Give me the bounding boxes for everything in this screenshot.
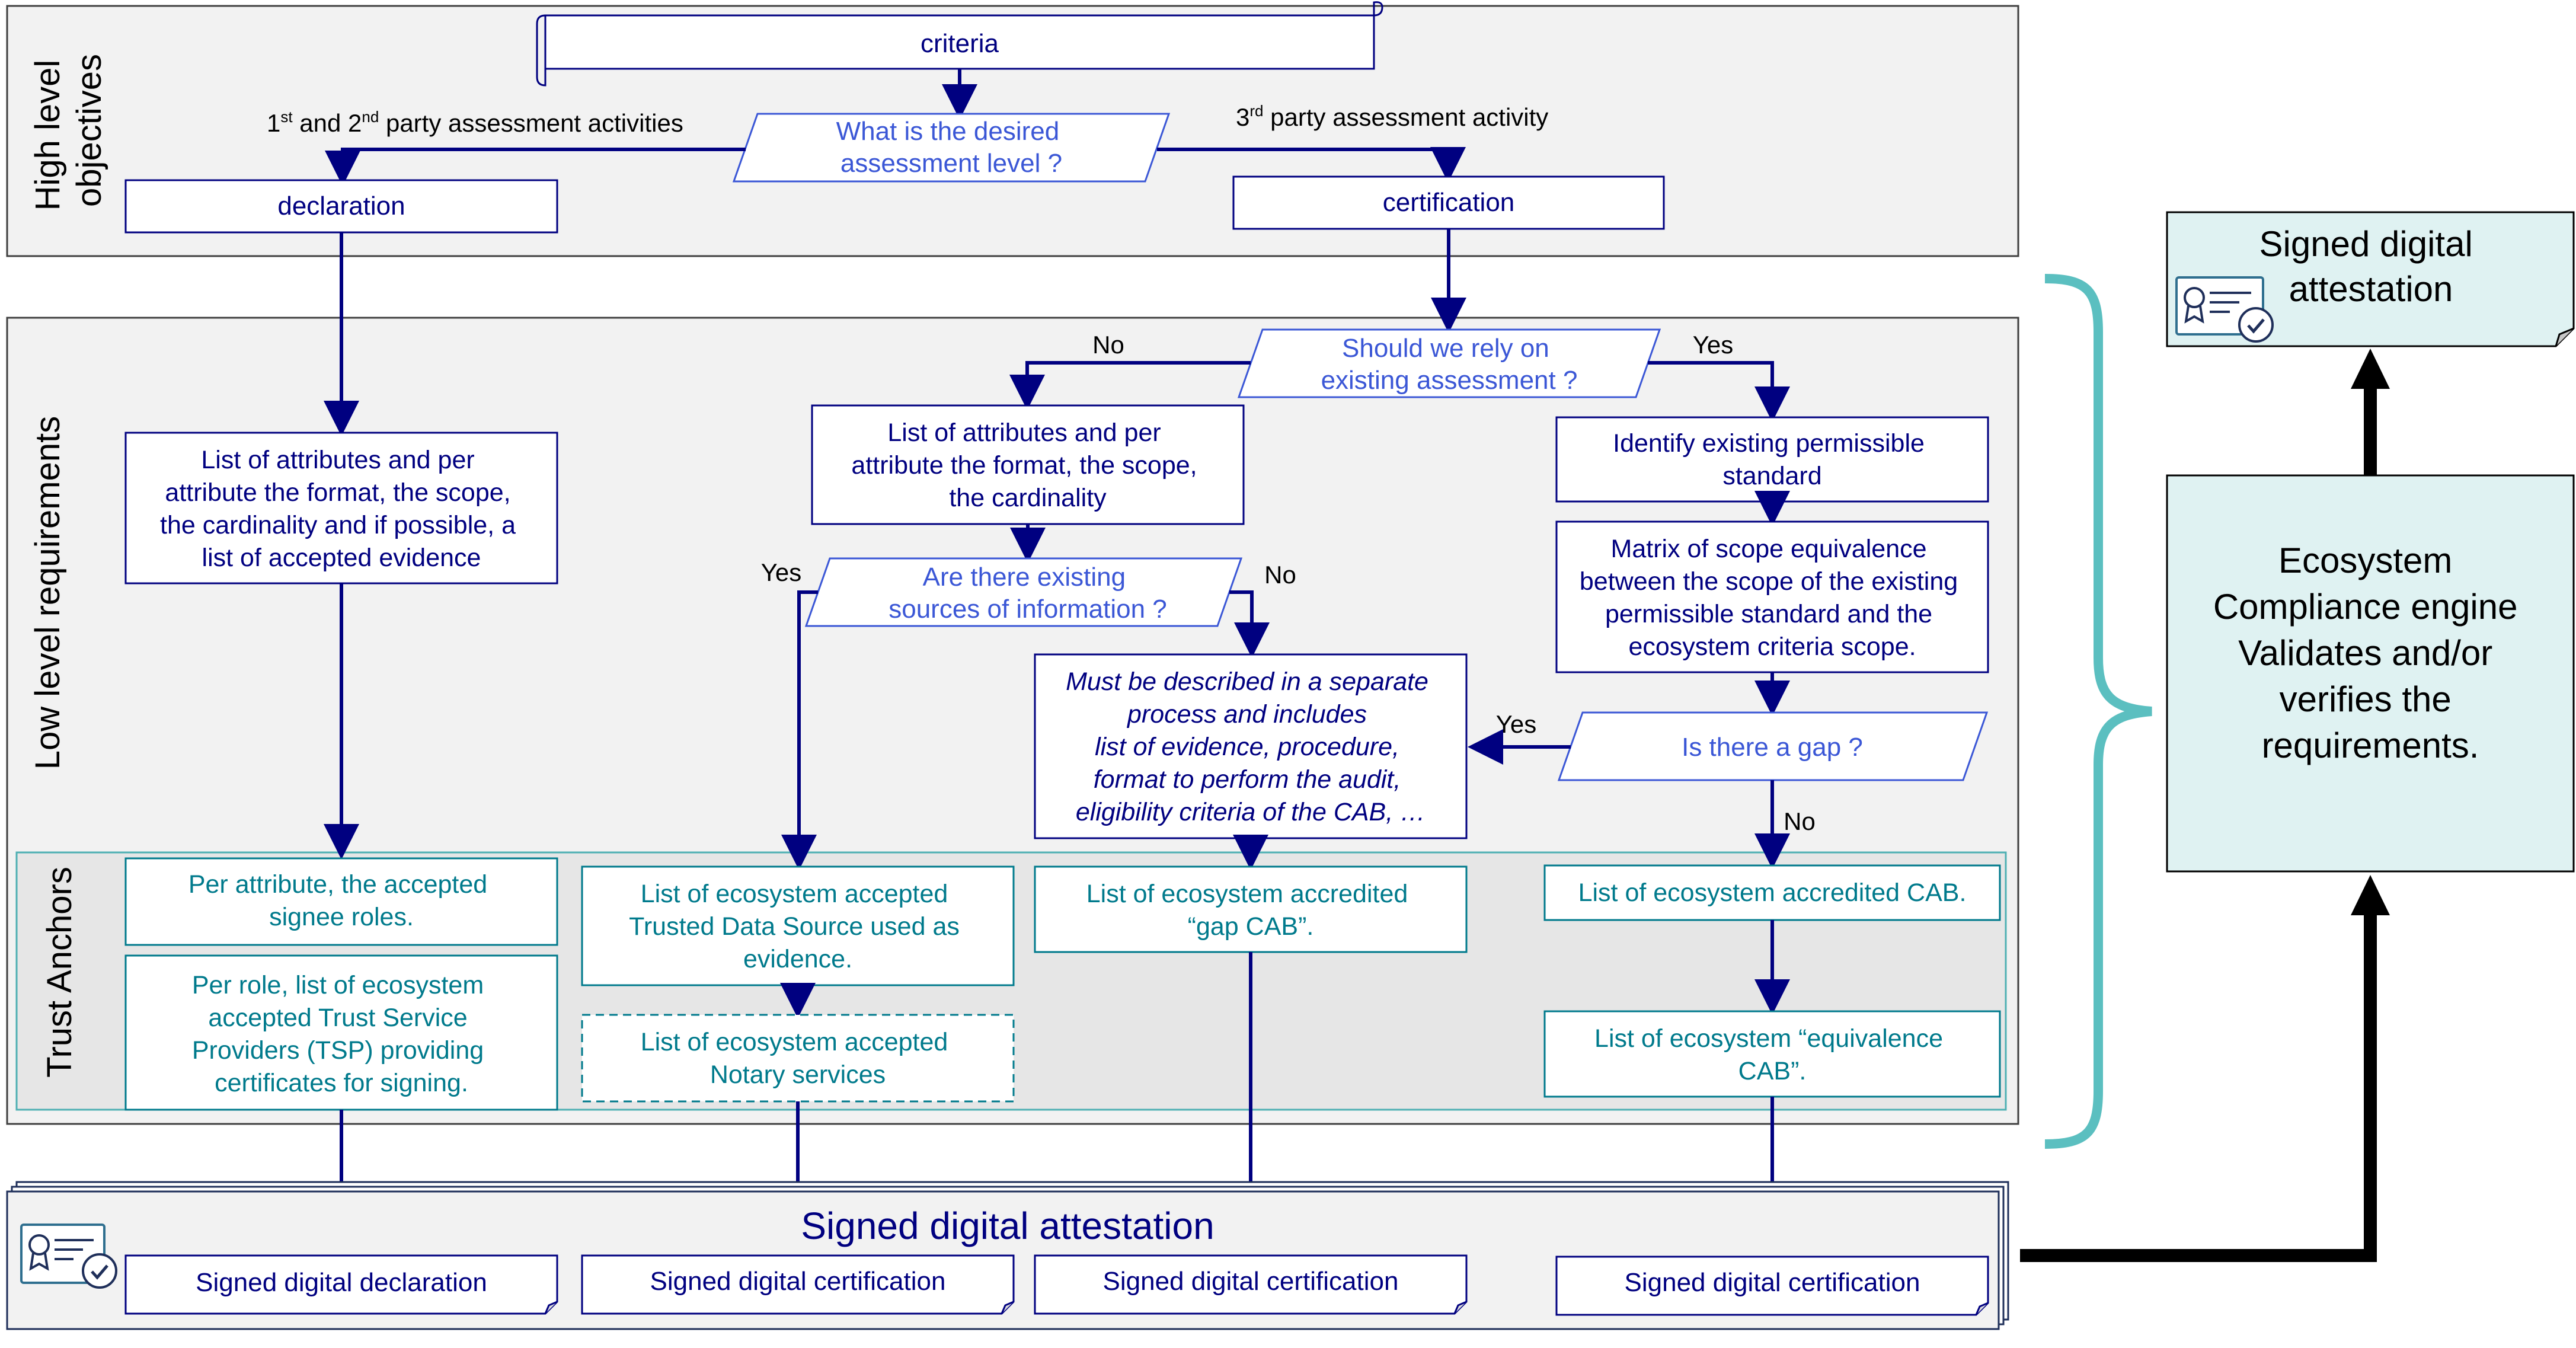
scope-matrix-text: Matrix of scope equivalence between the …: [1580, 535, 1965, 661]
attribute-list-short-box: [811, 404, 1245, 525]
signed-attestation-title: Signed digital attestation: [801, 1205, 1214, 1247]
trusted-data-source-box: [581, 865, 1015, 986]
signed-certification-doc-3: [1555, 1256, 1989, 1316]
notary-services-box: [581, 1014, 1015, 1103]
rely-existing-assessment-question: [1237, 328, 1661, 398]
sources-yes-label: Yes: [761, 558, 802, 586]
sources-no-label: No: [1264, 561, 1296, 589]
signed-certification-label-1: Signed digital certification: [650, 1267, 946, 1296]
signed-certification-doc-2: [1034, 1254, 1468, 1315]
checkmark-icon: [2238, 307, 2274, 343]
sources-information-text: Are there existing sources of informatio…: [889, 563, 1167, 624]
attribute-list-short-text: List of attributes and per attribute the…: [851, 419, 1204, 512]
accredited-cab-box: [1543, 864, 2001, 921]
gap-question: [1557, 711, 1989, 781]
section-title-trust-anchors: Trust Anchors: [40, 867, 79, 1078]
criteria-banner: criteria: [536, 1, 1383, 87]
rely-no-label: No: [1092, 331, 1124, 359]
tsp-box: [124, 954, 558, 1111]
first-second-party-label: 1st and 2nd party assessment activities: [267, 108, 683, 137]
attribute-list-full-text: List of attributes and per attribute the…: [160, 446, 523, 572]
declaration-box: [124, 179, 558, 234]
grouping-brace: [2044, 274, 2152, 1149]
signed-certification-label-2: Signed digital certification: [1103, 1267, 1399, 1296]
checkmark-icon: [82, 1253, 117, 1289]
gap-no-label: No: [1784, 807, 1816, 835]
certification-box: [1232, 175, 1665, 230]
gap-question-text: Is there a gap ?: [1682, 733, 1863, 762]
certification-label: certification: [1383, 188, 1515, 217]
signed-attestation-doc-text: Signed digital attestation: [2259, 224, 2483, 309]
trusted-data-source-text: List of ecosystem accepted Trusted Data …: [629, 880, 967, 973]
compliance-engine-text: Ecosystem Compliance engine Validates an…: [2213, 541, 2527, 765]
section-title-high-level: High level objectives: [28, 50, 108, 211]
identify-standard-box: [1555, 416, 1989, 503]
accredited-cab-text: List of ecosystem accredited CAB.: [1578, 879, 1967, 907]
equivalence-cab-box: [1543, 1010, 2001, 1098]
engine-to-attestation-arrowhead: [2351, 349, 2390, 389]
gap-yes-label: Yes: [1496, 710, 1537, 738]
criteria-label: criteria: [921, 29, 999, 58]
rely-yes-label: Yes: [1693, 331, 1734, 359]
signee-roles-text: Per attribute, the accepted signee roles…: [188, 870, 494, 931]
assessment-level-question: [732, 113, 1171, 183]
tsp-text: Per role, list of ecosystem accepted Tru…: [192, 971, 491, 1097]
third-party-label: 3rd party assessment activity: [1236, 102, 1548, 131]
separate-process-text: Must be described in a separate process …: [1066, 667, 1436, 826]
signed-declaration-label: Signed digital declaration: [196, 1268, 487, 1297]
signed-certification-label-3: Signed digital certification: [1625, 1268, 1920, 1297]
separate-process-box: [1034, 653, 1468, 839]
declaration-label: declaration: [277, 191, 405, 221]
assessment-level-question-text: What is the desired assessment level ?: [836, 117, 1067, 178]
signee-roles-box: [124, 857, 558, 946]
identify-standard-text: Identify existing permissible standard: [1613, 429, 1932, 490]
signed-declaration-doc: [124, 1254, 558, 1315]
compliance-engine-box: [2166, 474, 2575, 873]
section-title-low-level: Low level requirements: [28, 416, 67, 769]
rely-existing-assessment-text: Should we rely on existing assessment ?: [1321, 334, 1578, 395]
gap-cab-box: [1034, 865, 1468, 953]
sources-information-question: [804, 557, 1243, 627]
stack-to-engine-arrowhead: [2351, 875, 2390, 915]
attribute-list-full-box: [124, 432, 558, 584]
signed-certification-doc-1: [581, 1254, 1015, 1315]
equivalence-cab-text: List of ecosystem “equivalence CAB”.: [1594, 1024, 1950, 1085]
notary-services-text: List of ecosystem accepted Notary servic…: [641, 1028, 955, 1089]
scope-matrix-box: [1555, 520, 1989, 673]
gap-cab-text: List of ecosystem accredited “gap CAB”.: [1086, 880, 1415, 941]
